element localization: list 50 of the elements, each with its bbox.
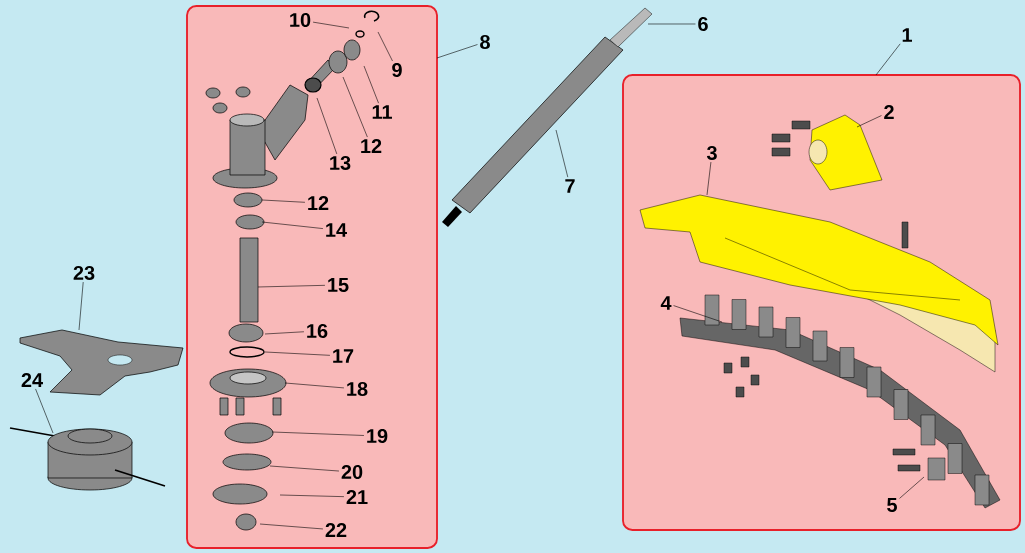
leader-line: [284, 382, 345, 389]
callout-number: 3: [706, 145, 717, 161]
callout-number: 19: [367, 428, 388, 444]
leader-line: [363, 65, 379, 104]
callout-number: 11: [372, 105, 392, 119]
callout-number: 17: [333, 349, 354, 363]
leader-line: [875, 43, 901, 76]
callout-number: 9: [392, 62, 402, 78]
callout-number: 7: [565, 179, 575, 193]
callout-number: 13: [330, 155, 351, 171]
leader-line: [899, 476, 925, 499]
callout-number: 6: [698, 16, 708, 32]
callout-number: 5: [887, 498, 897, 512]
leader-line: [35, 388, 54, 434]
leader-line: [279, 494, 345, 497]
leader-line: [312, 21, 350, 29]
callout-number: 16: [307, 323, 328, 339]
callout-number: 18: [347, 381, 368, 397]
callout-number: 12: [308, 196, 329, 210]
callout-number: 1: [902, 28, 912, 42]
callout-number: 23: [73, 265, 95, 281]
leader-line: [259, 523, 324, 530]
callout-number: 14: [326, 223, 347, 237]
leader-line: [261, 199, 306, 203]
callout-number: 4: [660, 296, 672, 310]
leader-line: [647, 23, 696, 25]
leader-line: [856, 115, 882, 128]
callout-number: 10: [290, 12, 311, 28]
callout-number: 20: [341, 464, 363, 480]
leader-line: [673, 305, 723, 323]
leader-line: [342, 76, 368, 138]
leader-line: [555, 129, 569, 178]
callout-number: 24: [21, 373, 43, 387]
leader-line: [257, 285, 326, 288]
leader-line: [269, 465, 340, 472]
callout-number: 22: [325, 523, 347, 537]
callout-number: 15: [328, 278, 349, 292]
leader-line: [264, 331, 305, 335]
leader-line: [436, 44, 478, 59]
leader-line: [271, 431, 365, 436]
leader-line: [264, 351, 331, 356]
leader-line: [316, 97, 338, 155]
leader-line: [377, 31, 393, 62]
callout-number: 21: [346, 490, 368, 504]
callout-number: 12: [361, 139, 382, 153]
leader-line: [261, 221, 324, 229]
callout-number: 2: [884, 105, 894, 119]
callout-number: 8: [480, 34, 490, 50]
leader-line: [78, 281, 84, 331]
leader-line: [706, 161, 712, 196]
